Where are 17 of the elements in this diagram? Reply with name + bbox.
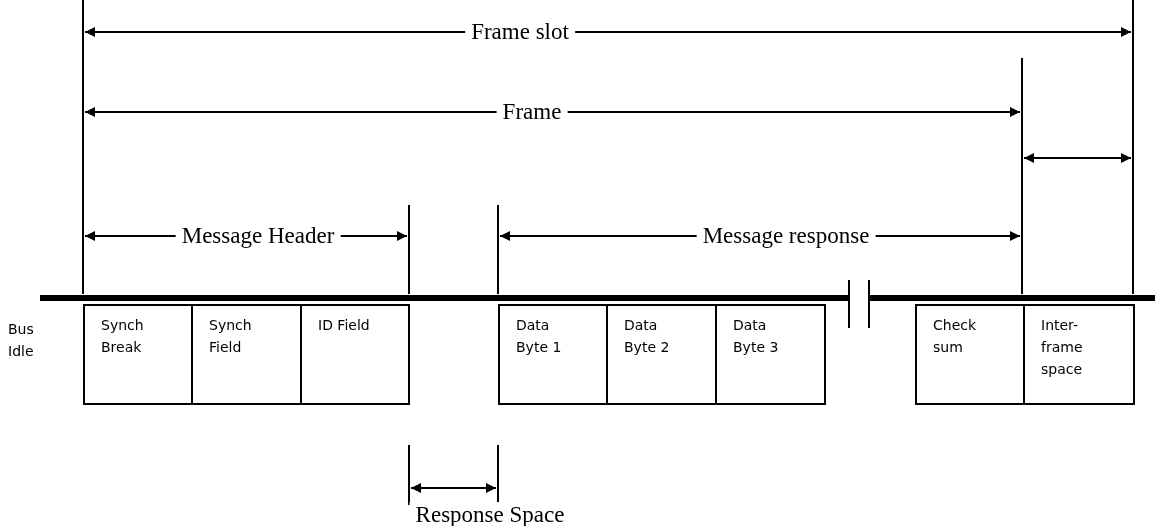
field-label: ID Field — [318, 316, 371, 335]
field-label: Inter-frame space — [1041, 316, 1084, 379]
field-box — [606, 304, 717, 405]
field-label: Synch Field — [209, 316, 253, 357]
field-box — [915, 304, 1025, 405]
field-label: Check sum — [933, 316, 978, 357]
bus-label: Bus Idle — [8, 320, 35, 361]
field-box — [300, 304, 410, 405]
field-label: Data Byte 1 — [516, 316, 563, 357]
field-label: Data Byte 2 — [624, 316, 671, 357]
field-box — [191, 304, 302, 405]
field-label: Synch Break — [101, 316, 145, 357]
field-box — [498, 304, 608, 405]
field-box — [1023, 304, 1135, 405]
field-box — [83, 304, 193, 405]
field-label: Data Byte 3 — [733, 316, 780, 357]
field-box — [715, 304, 826, 405]
